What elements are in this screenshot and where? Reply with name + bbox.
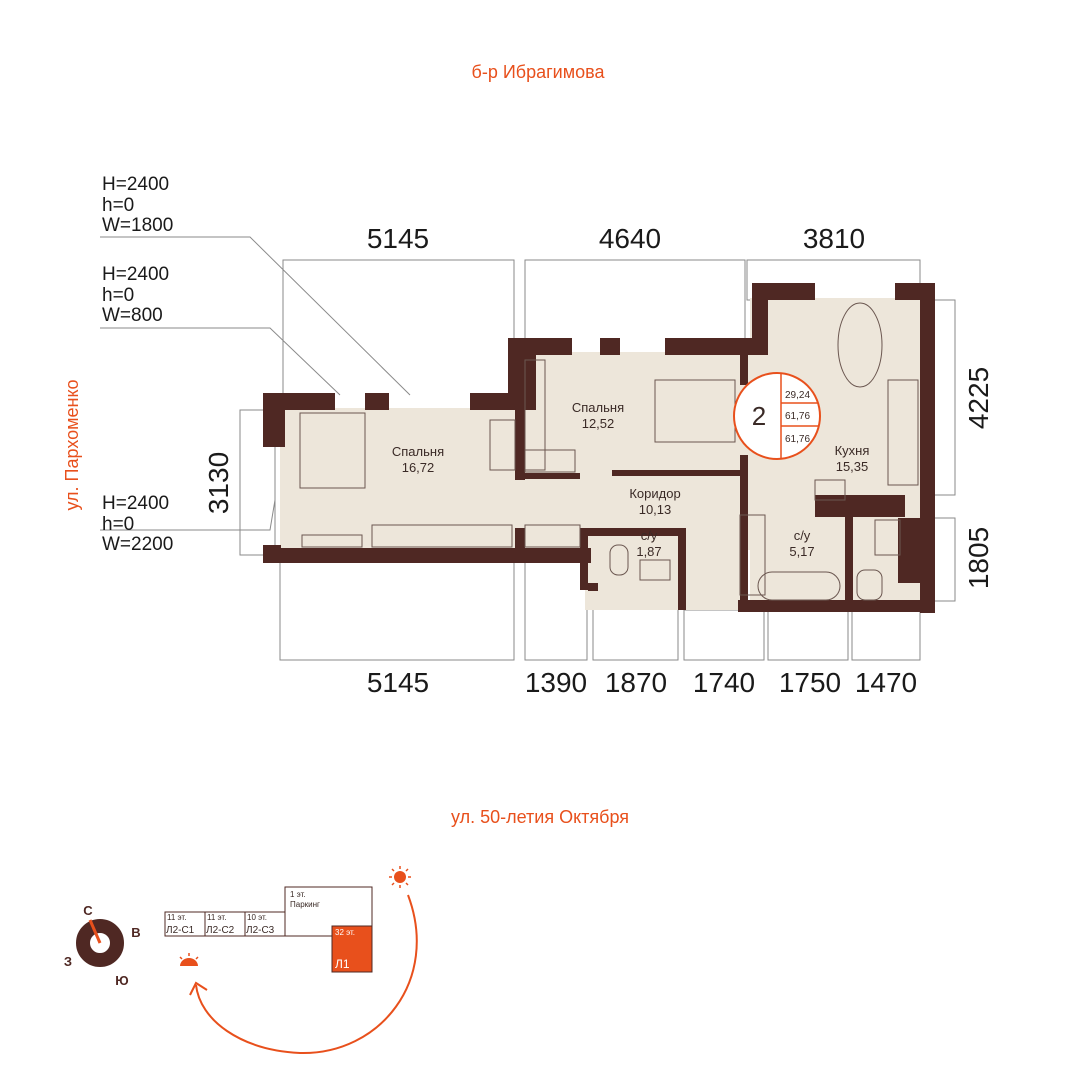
window-spec-2: H=2400 h=0 W=800	[102, 264, 169, 326]
total-area: 61,76	[785, 411, 810, 422]
svg-text:С: С	[83, 903, 93, 918]
svg-text:З: З	[64, 954, 72, 969]
svg-text:Л2-С1: Л2-С1	[166, 925, 195, 936]
svg-text:12,52: 12,52	[582, 416, 615, 431]
svg-text:W=1800: W=1800	[102, 215, 173, 236]
svg-text:W=2200: W=2200	[102, 534, 173, 555]
street-top: б-р Ибрагимова	[472, 62, 606, 82]
svg-text:10,13: 10,13	[639, 502, 672, 517]
dim-right-1: 4225	[963, 367, 994, 429]
compass: С В Ю З	[64, 903, 141, 988]
dim-right-2: 1805	[963, 527, 994, 589]
window-spec-3: H=2400 h=0 W=2200	[102, 493, 173, 555]
svg-text:с/у: с/у	[641, 528, 658, 543]
svg-text:11 эт.: 11 эт.	[207, 913, 226, 922]
svg-text:11 эт.: 11 эт.	[167, 913, 186, 922]
dim-left: 3130	[203, 452, 234, 514]
room-corridor: Коридор 10,13	[629, 486, 680, 517]
dim-bottom-3: 1870	[605, 667, 667, 698]
room-bedroom-1: Спальня 16,72	[392, 444, 444, 475]
street-bottom: ул. 50-летия Октября	[451, 807, 629, 827]
svg-text:Л2-С2: Л2-С2	[206, 925, 235, 936]
dim-bottom-6: 1470	[855, 667, 917, 698]
window-spec-1: H=2400 h=0 W=1800	[102, 174, 173, 236]
svg-text:16,72: 16,72	[402, 460, 435, 475]
dim-top-2: 4640	[599, 223, 661, 254]
dim-bottom-2: 1390	[525, 667, 587, 698]
svg-text:Коридор: Коридор	[629, 486, 680, 501]
svg-text:H=2400: H=2400	[102, 264, 169, 285]
room-bathroom-1: с/у 1,87	[636, 528, 661, 559]
sun-path	[179, 866, 418, 1055]
furniture	[299, 302, 919, 601]
svg-text:Ю: Ю	[115, 973, 128, 988]
sunset-icon	[180, 958, 198, 966]
svg-text:W=800: W=800	[102, 305, 163, 326]
svg-text:h=0: h=0	[102, 514, 134, 535]
rooms-count: 2	[752, 401, 766, 431]
svg-text:Л1: Л1	[335, 957, 350, 971]
svg-text:h=0: h=0	[102, 195, 134, 216]
street-left: ул. Пархоменко	[62, 379, 82, 510]
svg-text:Кухня: Кухня	[835, 443, 870, 458]
walls	[263, 283, 935, 613]
room-bedroom-2: Спальня 12,52	[572, 400, 624, 431]
svg-text:H=2400: H=2400	[102, 174, 169, 195]
area-with-balcony: 61,76	[785, 434, 810, 445]
room-bathroom-2: с/у 5,17	[789, 528, 814, 559]
svg-text:1,87: 1,87	[636, 544, 661, 559]
svg-text:с/у: с/у	[794, 528, 811, 543]
svg-text:Паркинг: Паркинг	[290, 900, 320, 909]
svg-text:Спальня: Спальня	[572, 400, 624, 415]
site-plan: 11 эт. Л2-С1 11 эт. Л2-С2 10 эт. Л2-С3 1…	[164, 886, 373, 973]
dim-top-1: 5145	[367, 223, 429, 254]
svg-text:В: В	[131, 925, 140, 940]
dim-bottom-1: 5145	[367, 667, 429, 698]
sun-icon	[394, 871, 406, 883]
svg-text:1 эт.: 1 эт.	[290, 890, 306, 899]
apartment-badge: 2 29,24 61,76 61,76	[733, 372, 821, 460]
dim-bottom-4: 1740	[693, 667, 755, 698]
svg-text:15,35: 15,35	[836, 459, 869, 474]
dim-top-3: 3810	[803, 223, 865, 254]
svg-text:32 эт.: 32 эт.	[335, 928, 355, 937]
svg-text:10 эт.: 10 эт.	[247, 913, 267, 922]
floor-area	[280, 298, 922, 610]
svg-text:H=2400: H=2400	[102, 493, 169, 514]
svg-text:Л2-С3: Л2-С3	[246, 925, 275, 936]
svg-text:h=0: h=0	[102, 285, 134, 306]
room-kitchen: Кухня 15,35	[835, 443, 870, 474]
svg-text:5,17: 5,17	[789, 544, 814, 559]
svg-text:Спальня: Спальня	[392, 444, 444, 459]
dim-bottom-5: 1750	[779, 667, 841, 698]
living-area: 29,24	[785, 390, 810, 401]
